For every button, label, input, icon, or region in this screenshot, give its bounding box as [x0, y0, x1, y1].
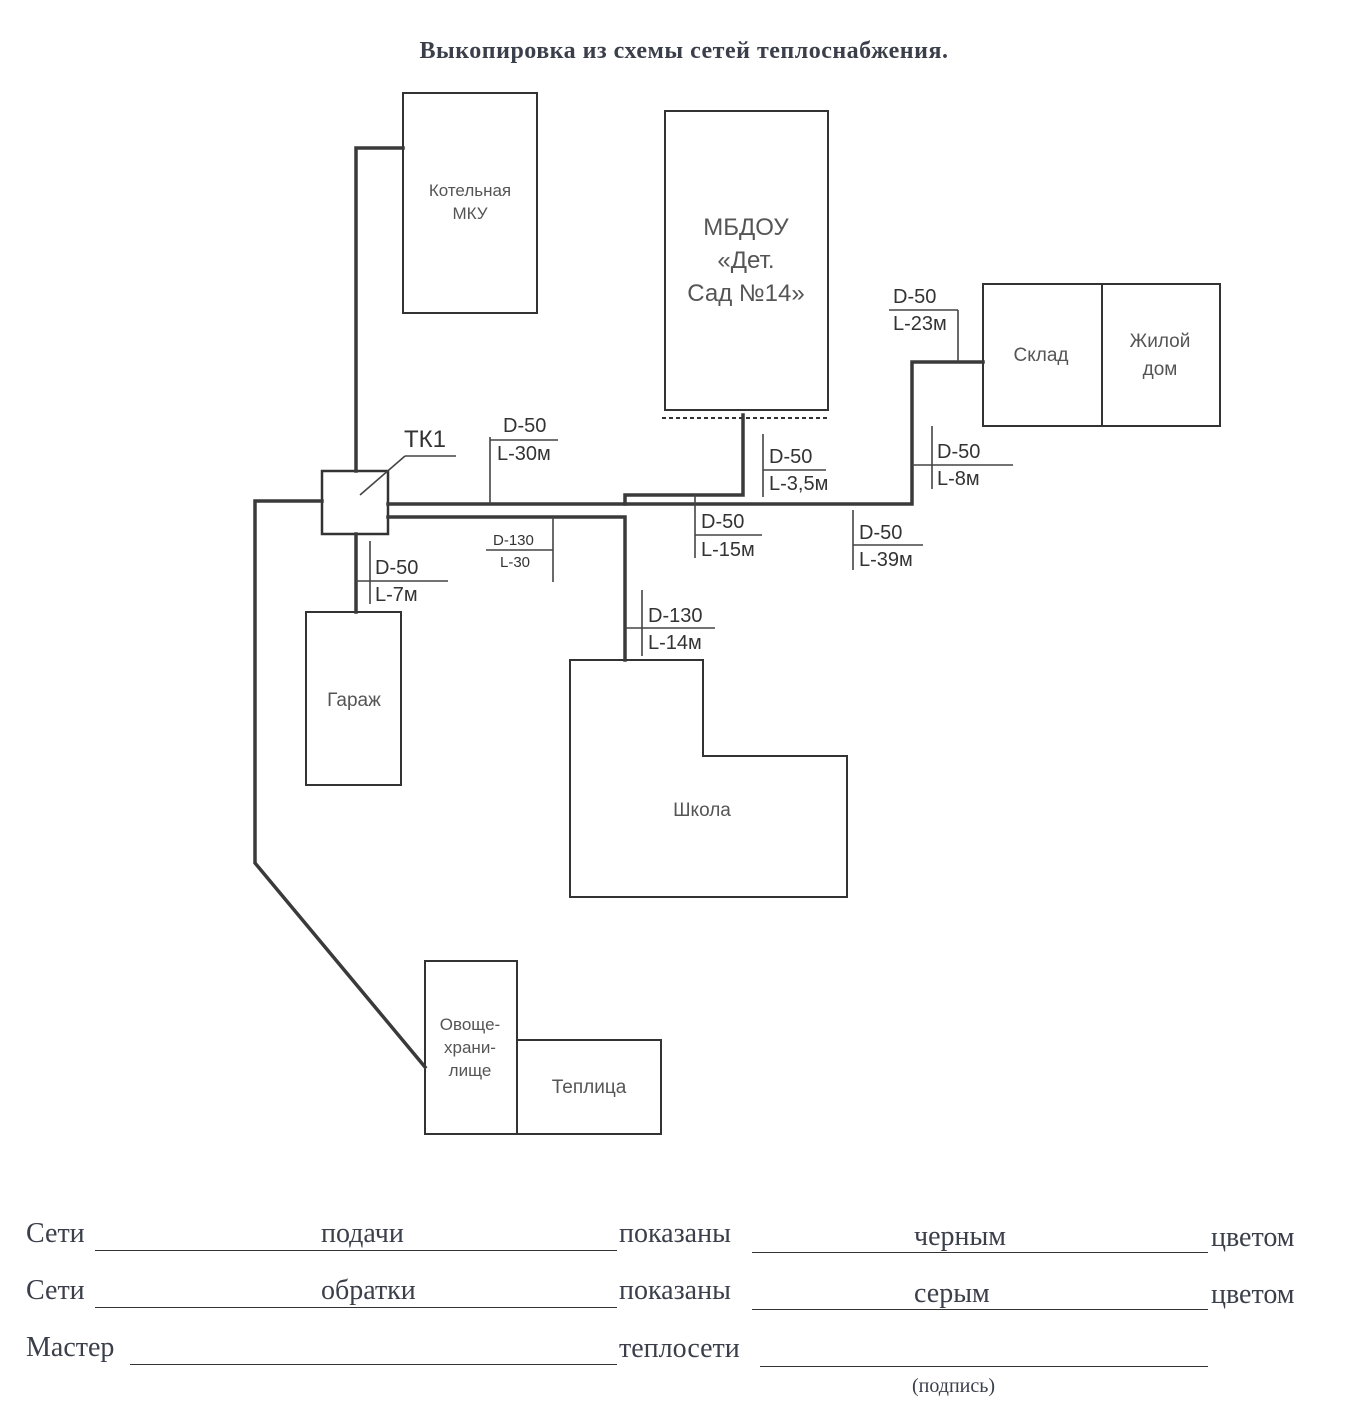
- kindergarten-building: [664, 110, 829, 411]
- legend-row2-color: цветом: [1211, 1279, 1295, 1310]
- signature-line: [760, 1366, 1208, 1367]
- ann-c-length: L-7м: [375, 584, 418, 606]
- legend-row1-supply: подачи: [321, 1218, 404, 1249]
- ann-c-diameter: D-50: [375, 557, 418, 579]
- garage-label: Гараж: [327, 690, 381, 711]
- boiler-house-building: [402, 92, 538, 314]
- legend-row2-shown: показаны: [619, 1275, 731, 1306]
- ann-i-diameter: D-50: [893, 286, 936, 308]
- kindergarten-label-2: «Дет.: [717, 247, 774, 274]
- ann-f-diameter: D-50: [769, 446, 812, 468]
- house-label-2: дом: [1143, 359, 1178, 380]
- boiler-house-label-2: МКУ: [452, 204, 487, 223]
- ann-d-length: L-14м: [648, 632, 702, 654]
- pipe-to-school: [386, 515, 627, 662]
- veg-label-3: лище: [449, 1061, 492, 1080]
- school-building: [569, 659, 848, 898]
- legend-row2-networks: Сети: [26, 1275, 85, 1306]
- ann-f-length: L-3,5м: [769, 473, 828, 495]
- signature-caption: (подпись): [912, 1375, 996, 1397]
- legend-row2-line-1: [95, 1307, 617, 1308]
- legend-row1-line-2: [752, 1252, 1208, 1253]
- legend-row3-heat-network: теплосети: [619, 1333, 740, 1364]
- legend-row1-shown: показаны: [619, 1218, 731, 1249]
- greenhouse-building: [516, 1039, 662, 1135]
- tk1-label: ТК1: [404, 426, 446, 453]
- page-title: Выкопировка из схемы сетей теплоснабжени…: [419, 38, 949, 64]
- veg-label-2: храни-: [444, 1038, 496, 1057]
- heat-chamber-tk1: [320, 469, 390, 536]
- house-label-1: Жилой: [1130, 331, 1191, 352]
- ann-b-diameter: D-130: [493, 532, 534, 549]
- pipe-to-warehouse: [623, 360, 985, 506]
- pipe-to-kindergarten: [386, 413, 745, 506]
- garage-building: [305, 611, 402, 786]
- pipe-boiler-to-tk1: [354, 146, 405, 473]
- greenhouse-label: Теплица: [552, 1077, 627, 1098]
- ann-h-diameter: D-50: [937, 441, 980, 463]
- legend-row2-gray: серым: [914, 1278, 990, 1309]
- veg-label-1: Овоще-: [440, 1015, 500, 1034]
- legend-row1-networks: Сети: [26, 1218, 85, 1249]
- ann-i-length: L-23м: [893, 313, 947, 335]
- ann-g-diameter: D-50: [859, 522, 902, 544]
- kindergarten-label-1: МБДОУ: [703, 214, 789, 241]
- legend-row1-line-1: [95, 1250, 617, 1251]
- legend-row3-line-1: [130, 1364, 617, 1365]
- ann-d-diameter: D-130: [648, 605, 702, 627]
- warehouse-label: Склад: [1014, 345, 1069, 366]
- ann-e-diameter: D-50: [701, 511, 744, 533]
- legend-row2-return: обратки: [321, 1275, 416, 1306]
- legend-row3-master: Мастер: [26, 1332, 115, 1363]
- kindergarten-label-3: Сад №14»: [687, 280, 804, 307]
- boiler-house-label-1: Котельная: [429, 181, 511, 200]
- ann-a-diameter: D-50: [503, 415, 546, 437]
- pipe-to-vegetable-storage: [253, 499, 428, 1070]
- legend-row1-black: черным: [914, 1221, 1007, 1252]
- legend-row2-line-2: [752, 1309, 1208, 1310]
- legend-row1-color: цветом: [1211, 1222, 1295, 1253]
- ann-g-length: L-39м: [859, 549, 913, 571]
- tk1-leader-diagonal: [359, 455, 406, 496]
- ann-a-length: L-30м: [497, 443, 551, 465]
- ann-b-length: L-30: [500, 554, 530, 571]
- ann-h-length: L-8м: [937, 468, 980, 490]
- school-label: Школа: [673, 800, 731, 821]
- ann-e-length: L-15м: [701, 539, 755, 561]
